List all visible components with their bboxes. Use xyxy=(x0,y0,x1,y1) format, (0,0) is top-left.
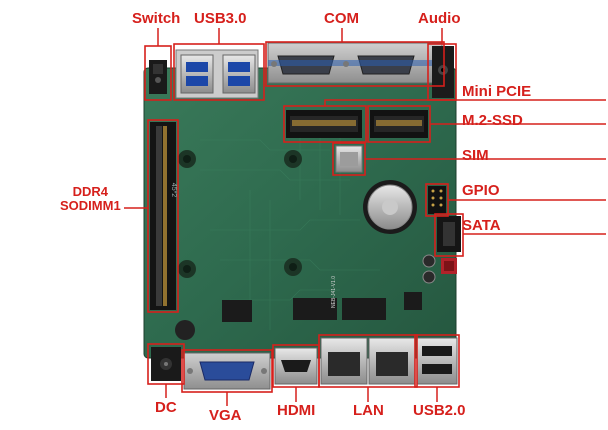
label-audio: Audio xyxy=(418,10,461,27)
mini-pcie-slot xyxy=(286,110,362,138)
sata-power-connector xyxy=(441,258,457,274)
audio-jack xyxy=(432,46,454,98)
dimm-slot-marking: 45*2 xyxy=(170,183,177,198)
hdmi-connector xyxy=(274,347,318,385)
label-hdmi: HDMI xyxy=(277,402,316,419)
sata-highlight xyxy=(434,213,464,257)
board-id-marking: NEB-J41-V1.0 xyxy=(331,276,337,308)
usb3-connector xyxy=(175,49,259,99)
m2-ssd-slot xyxy=(370,110,428,138)
ddr4-highlight xyxy=(147,119,179,313)
power-switch xyxy=(149,60,167,94)
label-usb2: USB2.0 xyxy=(413,402,466,419)
mini-pcie-callout xyxy=(324,99,606,106)
label-m2-ssd: M.2-SSD xyxy=(462,112,523,129)
label-sata: SATA xyxy=(462,217,501,234)
dc-jack xyxy=(151,347,181,381)
com-highlight xyxy=(265,41,445,87)
mounting-holes xyxy=(175,150,302,340)
label-gpio: GPIO xyxy=(462,182,500,199)
sim-slot xyxy=(335,145,363,173)
ddr4-sodimm-slot: 45*2 xyxy=(150,122,177,310)
pcb-traces xyxy=(200,120,380,330)
label-vga: VGA xyxy=(209,407,242,424)
label-sim: SIM xyxy=(462,147,489,164)
label-switch: Switch xyxy=(132,10,181,27)
gpio-header xyxy=(428,186,446,214)
lan-connectors xyxy=(320,337,416,385)
sata-connector xyxy=(437,216,461,252)
cmos-battery xyxy=(363,180,417,234)
label-mini-pcie: Mini PCIE xyxy=(462,83,532,100)
label-ddr4: DDR4 SODIMM1 xyxy=(60,184,121,213)
vga-connector xyxy=(183,352,271,390)
label-dc: DC xyxy=(155,399,177,416)
usb2-connector xyxy=(416,337,458,385)
ic-chips: NEB-J41-V1.0 xyxy=(222,276,422,322)
label-usb3: USB3.0 xyxy=(194,10,247,27)
callout-lines xyxy=(124,28,606,406)
com-connectors xyxy=(267,42,443,84)
label-lan: LAN xyxy=(353,402,384,419)
label-com: COM xyxy=(324,10,359,27)
capacitors xyxy=(422,254,436,284)
